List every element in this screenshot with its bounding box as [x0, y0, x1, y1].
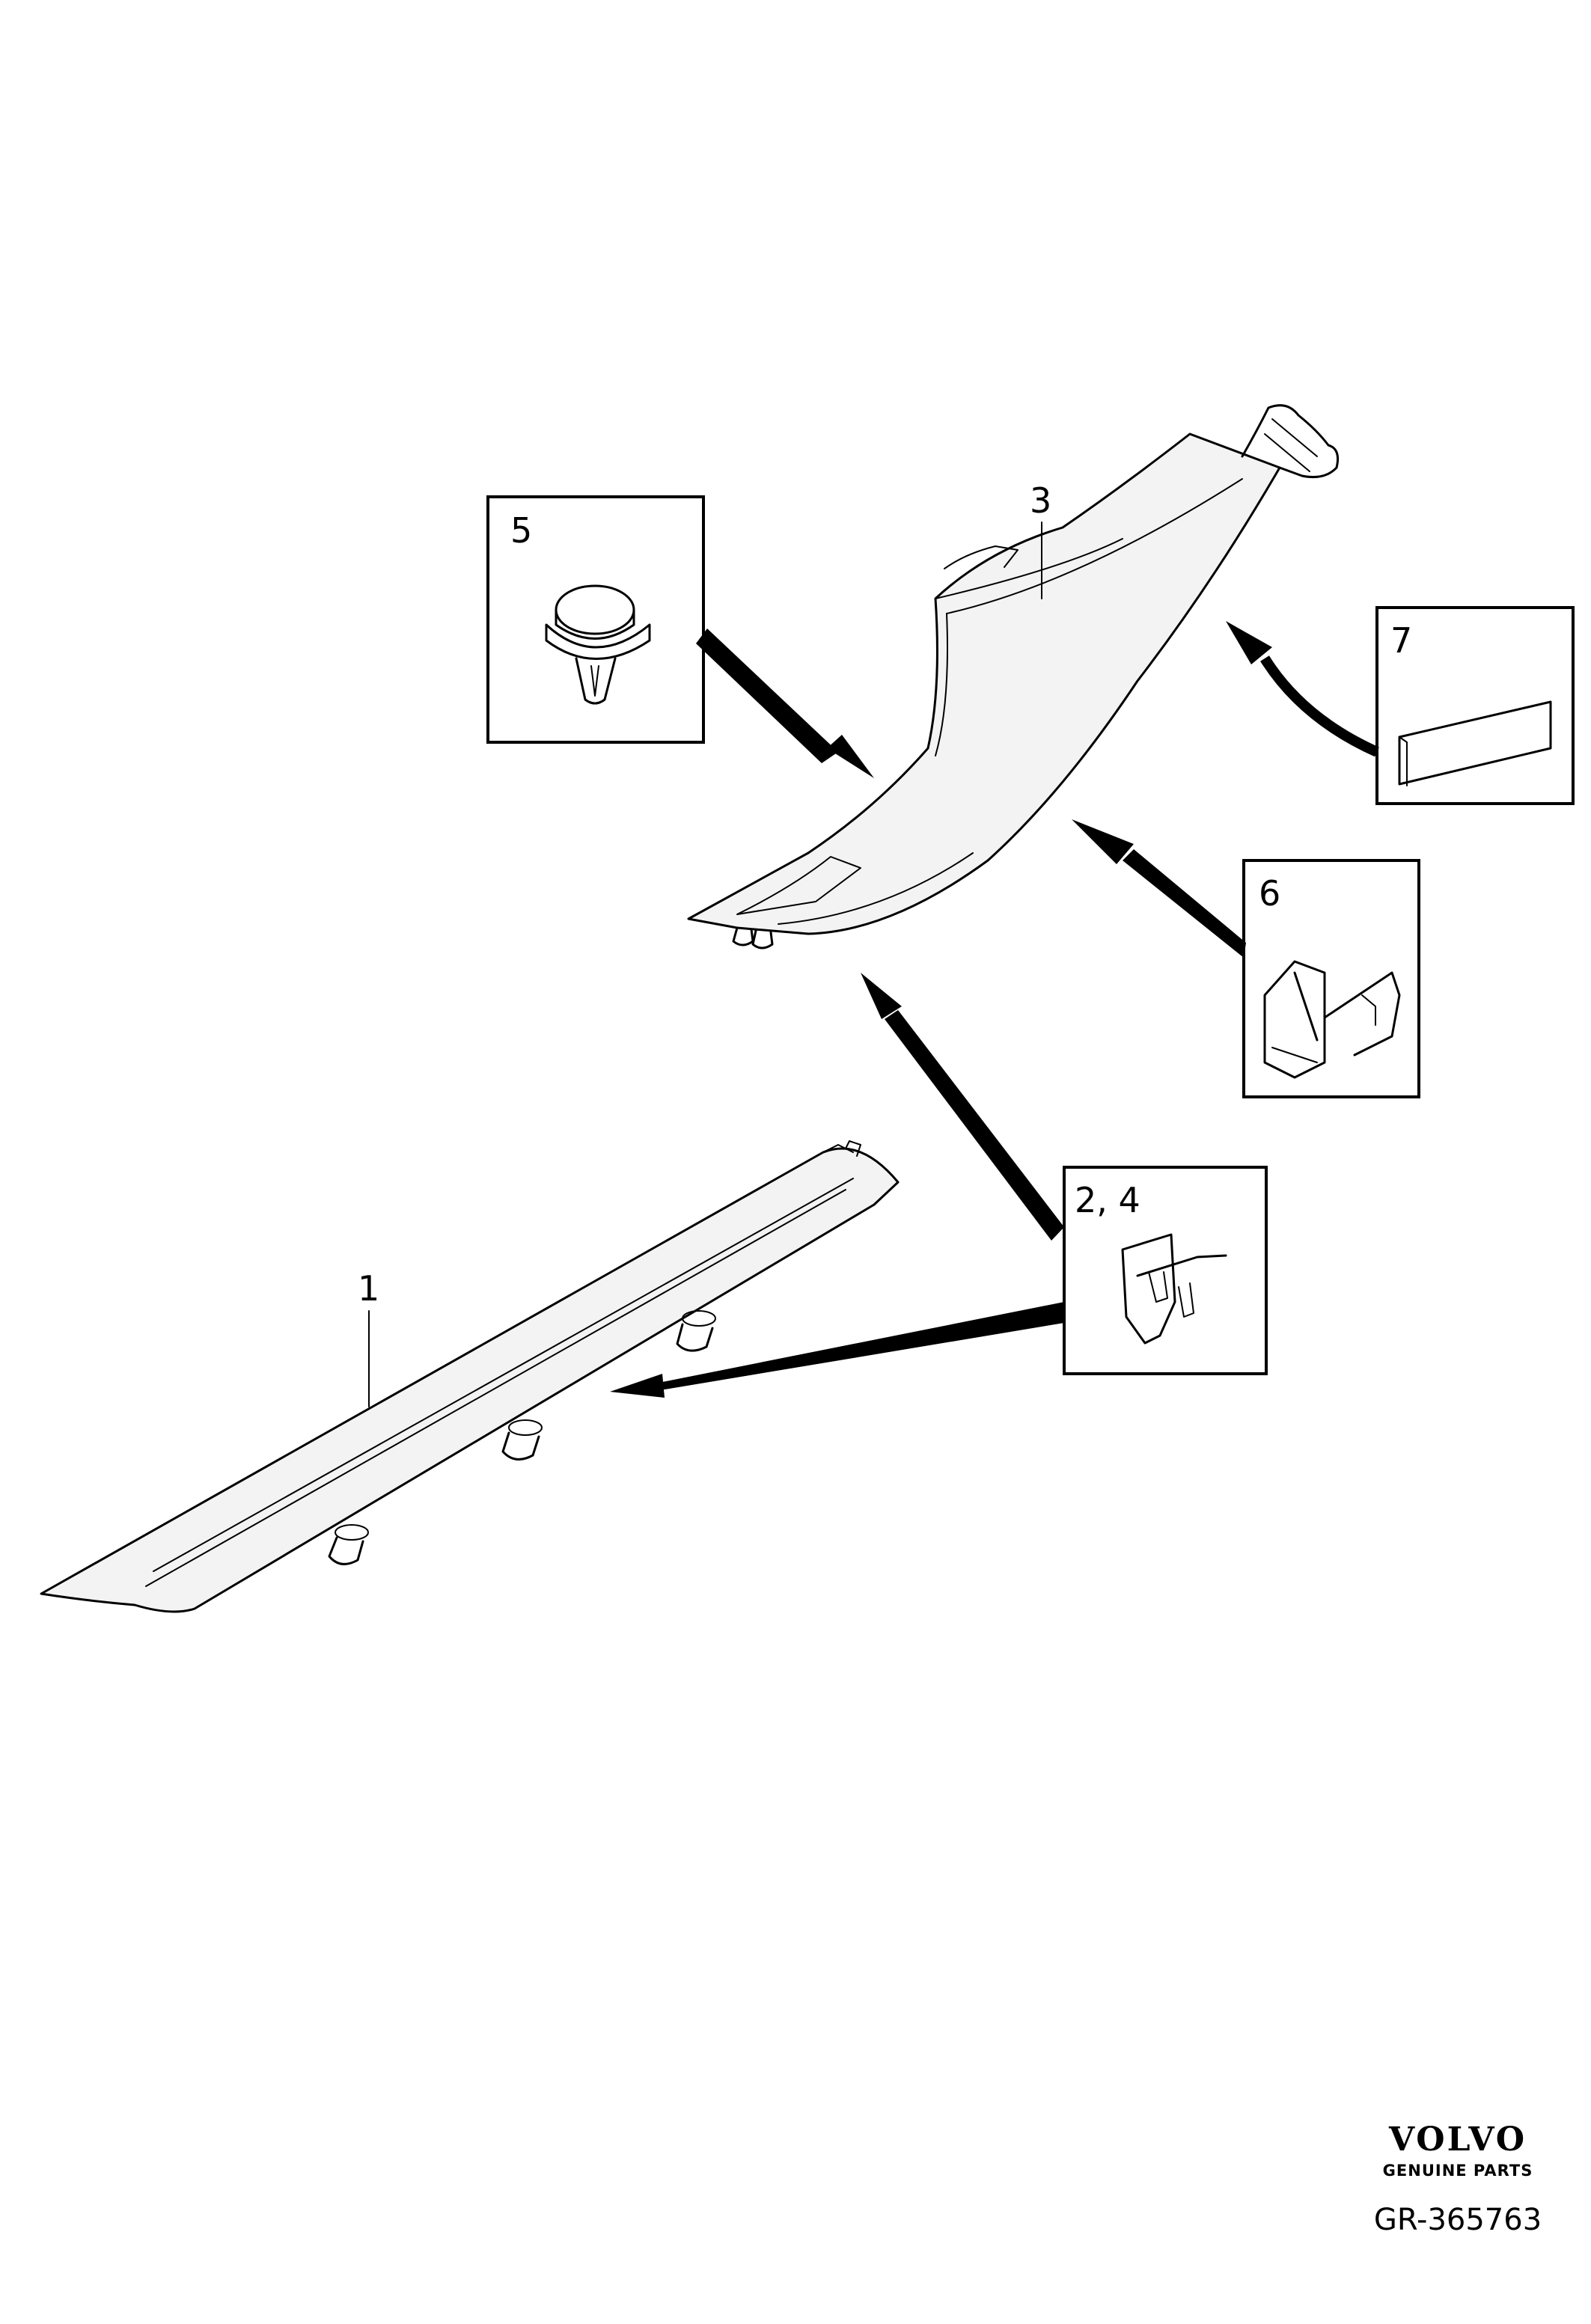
brand-block: VOLVO GENUINE PARTS GR-365763 [1374, 2120, 1542, 2237]
arrow-7 [1226, 621, 1379, 757]
arrow-6 [1072, 819, 1246, 958]
leader-part-3: 3 [1030, 480, 1051, 599]
arrow-5 [696, 629, 874, 778]
callout-box-2-4: 2, 4 [1063, 1166, 1268, 1375]
callout-box-6: 6 [1242, 859, 1420, 1098]
arrow-2-4-upper [861, 973, 1064, 1241]
trim-clip-icon [1121, 1233, 1227, 1345]
sill-stud-1 [328, 1524, 369, 1565]
callout-box-7: 7 [1375, 606, 1575, 805]
label-part-7: 7 [1390, 620, 1412, 661]
trim-panel-upper [687, 404, 1340, 950]
brand-tagline: GENUINE PARTS [1383, 2162, 1533, 2180]
sill-trim-lower [40, 1140, 900, 1613]
label-part-5: 5 [510, 510, 532, 551]
retaining-clip-icon [1263, 960, 1401, 1079]
diagram-reference: GR-365763 [1374, 2203, 1542, 2237]
callout-box-5: 5 [486, 495, 705, 744]
label-part-3: 3 [1030, 480, 1051, 521]
sill-stud-2 [501, 1419, 543, 1461]
leader-part-1: 1 [358, 1268, 379, 1407]
label-part-1: 1 [358, 1268, 379, 1309]
push-clip-icon [545, 584, 651, 705]
label-part-2-4: 2, 4 [1075, 1180, 1140, 1220]
brand-logo: VOLVO [1388, 2120, 1527, 2159]
label-part-6: 6 [1259, 873, 1280, 914]
arrow-2-4-lower [610, 1302, 1064, 1398]
sill-stud-3 [676, 1310, 716, 1352]
adhesive-pad-icon [1398, 700, 1552, 786]
